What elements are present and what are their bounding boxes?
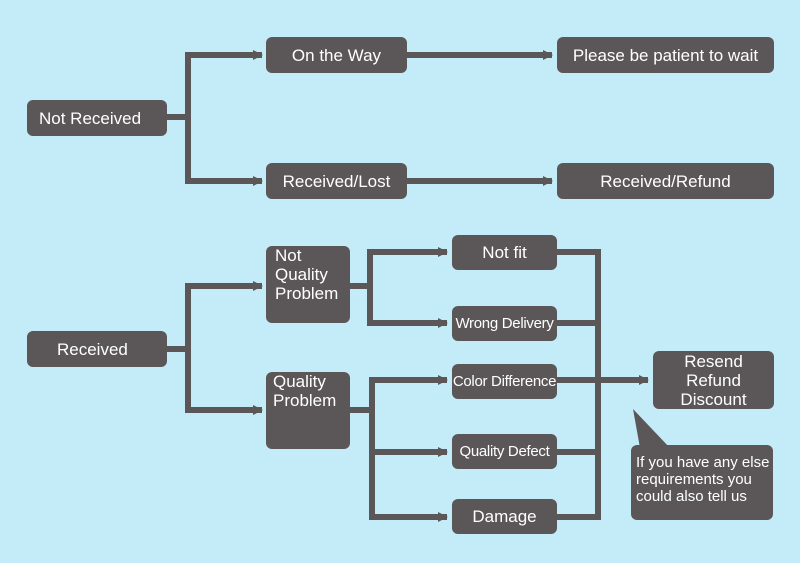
received-box: Received bbox=[27, 331, 167, 367]
not-quality-line-1: Not bbox=[275, 246, 302, 265]
not-fit-label: Not fit bbox=[482, 243, 527, 262]
received-refund-box: Received/Refund bbox=[557, 163, 774, 199]
solution-refund: Refund bbox=[686, 370, 741, 390]
solution-box: Resend Refund Discount bbox=[653, 351, 774, 409]
received-label: Received bbox=[57, 339, 128, 359]
not-quality-problem-box: Not Quality Problem bbox=[266, 246, 350, 323]
not-received-box: Not Received bbox=[27, 100, 167, 136]
color-difference-label: Color Difference bbox=[452, 373, 557, 390]
quality-defect-label: Quality Defect bbox=[459, 443, 550, 460]
received-lost-label: Received/Lost bbox=[282, 171, 391, 191]
quality-problem-box: Quality Problem bbox=[266, 372, 350, 449]
requirements-note: If you have any else requirements you co… bbox=[631, 445, 773, 520]
quality-defect-box: Quality Defect bbox=[452, 434, 557, 469]
please-wait-box: Please be patient to wait bbox=[557, 37, 774, 73]
connector-not-received bbox=[167, 52, 262, 181]
received-lost-box: Received/Lost bbox=[266, 163, 407, 199]
damage-label: Damage bbox=[472, 507, 537, 526]
not-quality-line-3: Problem bbox=[275, 284, 339, 303]
color-difference-box: Color Difference bbox=[452, 364, 557, 399]
not-fit-box: Not fit bbox=[452, 235, 557, 270]
received-refund-label: Received/Refund bbox=[600, 171, 731, 191]
note-line-1: If you have any else bbox=[636, 454, 770, 471]
wrong-delivery-box: Wrong Delivery bbox=[452, 306, 557, 341]
on-the-way-box: On the Way bbox=[266, 37, 407, 73]
not-received-label: Not Received bbox=[39, 108, 142, 128]
note-line-2: requirements you bbox=[636, 471, 752, 488]
collector-line bbox=[557, 249, 601, 520]
solution-resend: Resend bbox=[684, 351, 743, 371]
quality-line-1: Quality bbox=[273, 372, 326, 391]
damage-box: Damage bbox=[452, 499, 557, 534]
note-line-3: could also tell us bbox=[636, 488, 747, 505]
not-quality-line-2: Quality bbox=[275, 265, 328, 284]
quality-line-2: Problem bbox=[273, 391, 337, 410]
connector-received bbox=[167, 283, 262, 410]
connector-not-quality bbox=[350, 249, 447, 323]
please-wait-label: Please be patient to wait bbox=[572, 45, 759, 65]
connector-quality bbox=[350, 377, 447, 517]
solution-discount: Discount bbox=[680, 389, 747, 409]
on-the-way-label: On the Way bbox=[291, 45, 382, 65]
wrong-delivery-label: Wrong Delivery bbox=[455, 315, 554, 332]
note-bubble-tail bbox=[633, 409, 670, 448]
